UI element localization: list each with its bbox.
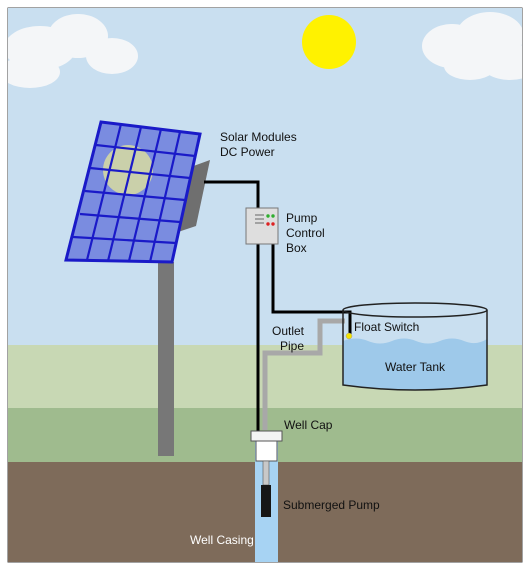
solar-pole: [158, 262, 174, 456]
solar-panel-grid: [72, 123, 196, 263]
label-outlet: Outlet: [272, 324, 305, 338]
float-switch-icon: [345, 332, 353, 340]
outlet-pipe: [262, 318, 345, 430]
label-solar-modules: Solar Modules: [220, 130, 297, 144]
label-control: Control: [286, 226, 325, 240]
power-wires: [204, 180, 352, 436]
label-well-casing: Well Casing: [190, 533, 254, 547]
sun-reflection: [103, 145, 153, 195]
indicator-green-icon: [266, 214, 270, 218]
indicator-green-icon: [271, 214, 275, 218]
label-well-cap: Well Cap: [284, 418, 333, 432]
clouds: [8, 12, 522, 88]
wire-box-to-float-switch: [271, 242, 352, 334]
sun-icon: [302, 15, 356, 69]
solar-panel: [64, 120, 202, 264]
submerged-pump-body: [261, 485, 271, 517]
label-pipe: Pipe: [280, 339, 304, 353]
indicator-red-icon: [266, 222, 270, 226]
tank-wall: [342, 310, 488, 391]
label-dc-power: DC Power: [220, 145, 275, 159]
wire-panel-to-box: [204, 180, 260, 212]
cloud-left: [8, 14, 138, 88]
control-box-body: [245, 207, 279, 245]
well-cap: [250, 430, 283, 462]
cloud-right: [422, 12, 522, 80]
label-box: Box: [286, 241, 307, 255]
water-tank: [342, 302, 488, 391]
pump-control-box: [245, 207, 279, 245]
tank-water: [343, 338, 487, 390]
label-water-tank: Water Tank: [385, 360, 446, 374]
label-pump: Pump: [286, 211, 318, 225]
label-submerged-pump: Submerged Pump: [283, 498, 380, 512]
label-float-switch: Float Switch: [354, 320, 419, 334]
drop-pipe: [262, 460, 270, 486]
indicator-red-icon: [271, 222, 275, 226]
panel-mount-bracket: [178, 160, 210, 232]
